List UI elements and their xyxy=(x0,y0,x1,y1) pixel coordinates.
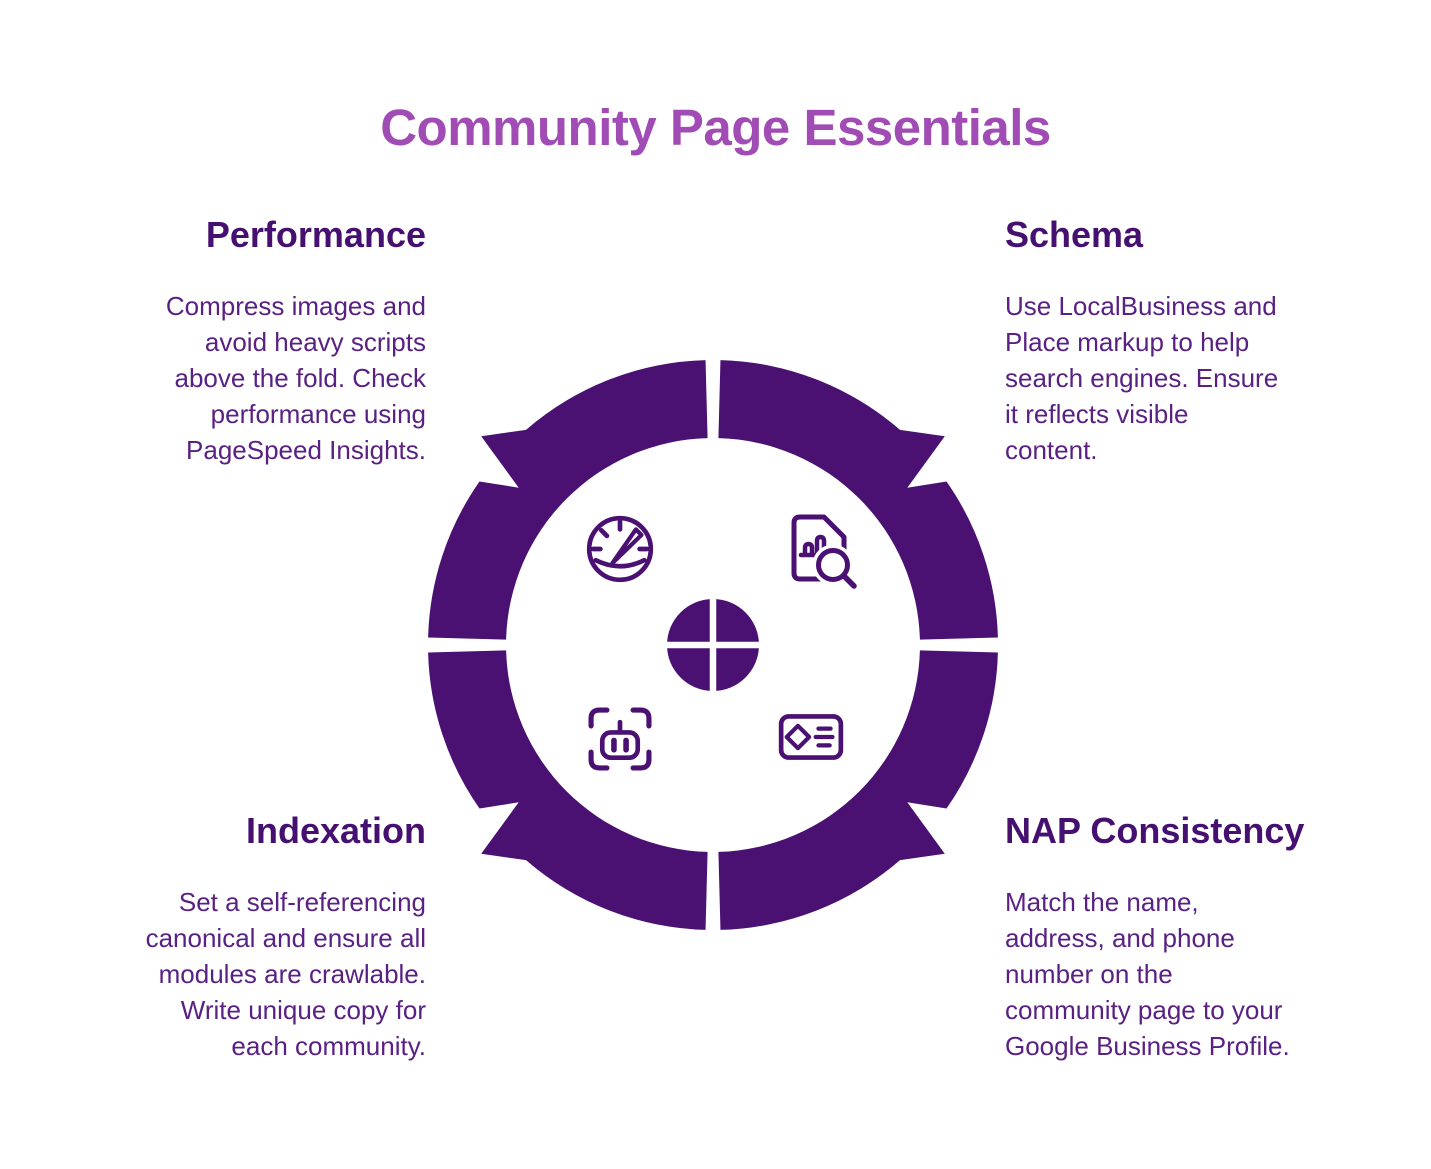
contact-card-icon xyxy=(769,695,853,779)
ring-segment-top-right xyxy=(718,360,998,640)
section-description-performance: Compress images and avoid heavy scripts … xyxy=(165,291,426,465)
section-schema: Schema Use LocalBusiness and Place marku… xyxy=(1005,214,1345,468)
ring-segment-bottom-right xyxy=(718,650,998,930)
robot-viewfinder-icon xyxy=(578,697,662,781)
section-description-indexation: Set a self-referencing canonical and ens… xyxy=(145,887,426,1061)
section-heading-performance: Performance xyxy=(205,214,426,255)
ring-segment-top-left xyxy=(428,360,708,640)
section-heading-indexation: Indexation xyxy=(245,810,426,851)
document-analytics-search-icon xyxy=(770,503,862,595)
page-title: Community Page Essentials xyxy=(380,99,1051,156)
section-nap-consistency: NAP Consistency Match the name, address,… xyxy=(1005,810,1345,1064)
magnifier-glass xyxy=(812,544,861,593)
section-heading-nap-consistency: NAP Consistency xyxy=(1005,810,1305,851)
section-description-schema: Use LocalBusiness and Place markup to he… xyxy=(1005,291,1279,465)
section-indexation: Indexation Set a self-referencing canoni… xyxy=(86,810,426,1064)
section-heading-schema: Schema xyxy=(1005,214,1144,255)
cycle-diagram xyxy=(428,360,998,930)
speedometer-icon xyxy=(578,507,662,591)
ring-segment-bottom-left xyxy=(428,650,708,930)
section-performance: Performance Compress images and avoid he… xyxy=(86,214,426,468)
section-description-nap-consistency: Match the name, address, and phone numbe… xyxy=(1005,887,1290,1061)
